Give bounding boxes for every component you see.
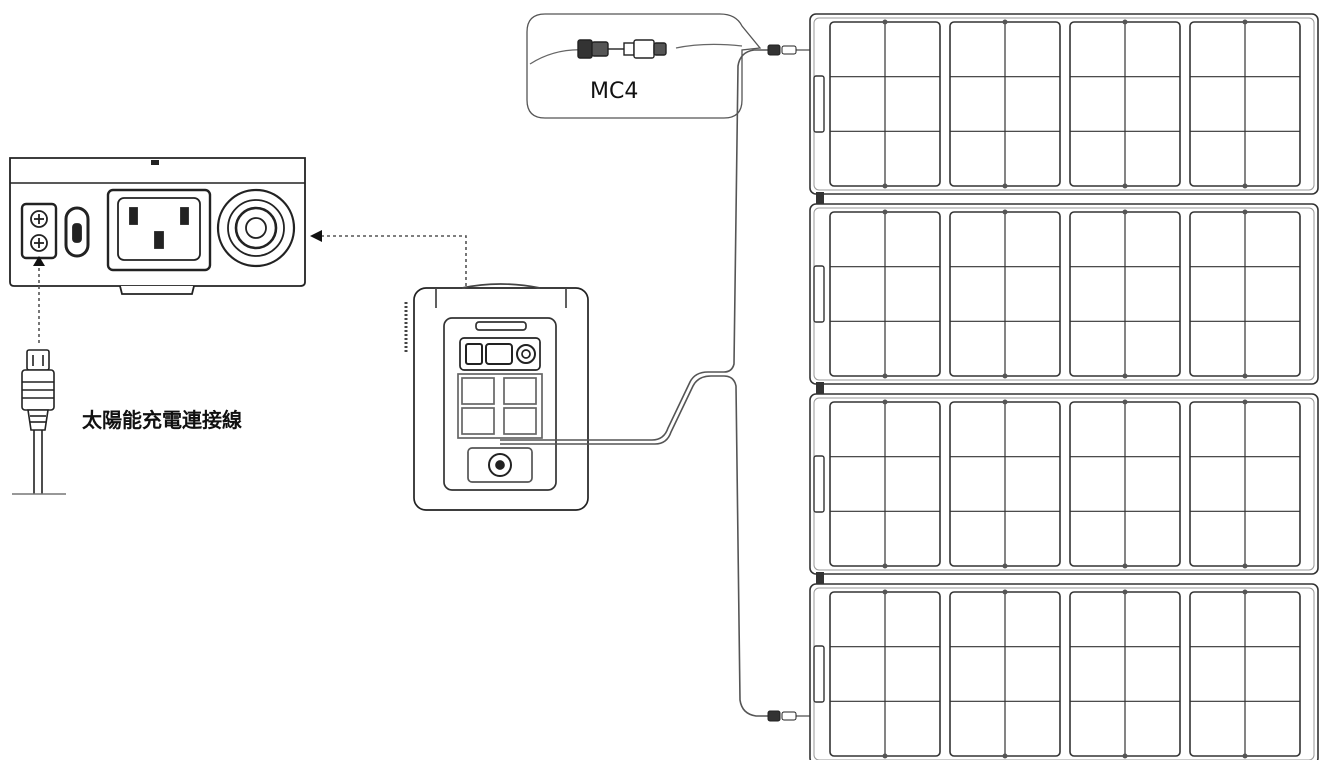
panel-handle [813, 455, 825, 513]
panel-handle [813, 75, 825, 133]
station-port-panel [459, 337, 541, 371]
panel-section [1069, 19, 1181, 189]
mc4-connector-top-icon [767, 44, 822, 56]
solar-cable-plug-icon [12, 349, 66, 495]
panel-section [829, 209, 941, 379]
panel-section [949, 19, 1061, 189]
panel-section [1189, 589, 1301, 759]
solar-cable [500, 49, 770, 717]
solar-panel [809, 583, 1319, 760]
panel-section [829, 399, 941, 569]
panel-section [1189, 399, 1301, 569]
panel-section [829, 589, 941, 759]
panel-section [1069, 589, 1181, 759]
round-output-port [216, 188, 296, 268]
panel-section [949, 209, 1061, 379]
solar-input-port [20, 202, 58, 260]
mc4-callout: MC4 [526, 13, 762, 119]
solar-cable-label: 太陽能充電連接線 [82, 408, 242, 432]
panel-hinge [816, 192, 824, 206]
panel-hinge [816, 382, 824, 396]
panel-section [1069, 399, 1181, 569]
mc4-label: MC4 [590, 79, 638, 104]
station-bottom-port [467, 447, 533, 483]
panel-section [949, 399, 1061, 569]
mc4-callout-bubble [526, 13, 762, 119]
panel-section [949, 589, 1061, 759]
mc4-connector-icon [577, 39, 667, 59]
ac-socket [106, 188, 212, 272]
panel-section [1189, 209, 1301, 379]
up-arrow-icon [33, 256, 45, 344]
panel-hinge [816, 572, 824, 586]
panel-handle [813, 265, 825, 323]
panel-section [1189, 19, 1301, 189]
solar-panel-array [809, 13, 1319, 760]
panel-section [829, 19, 941, 189]
solar-panel [809, 13, 1319, 195]
panel-section [1069, 209, 1181, 379]
solar-panel [809, 203, 1319, 385]
power-station [404, 283, 589, 511]
solar-panel [809, 393, 1319, 575]
panel-handle [813, 645, 825, 703]
port-closeup [9, 157, 306, 295]
power-switch [64, 206, 90, 258]
mc4-connector-bottom-icon [767, 710, 822, 722]
station-outlet-grid [457, 373, 543, 439]
